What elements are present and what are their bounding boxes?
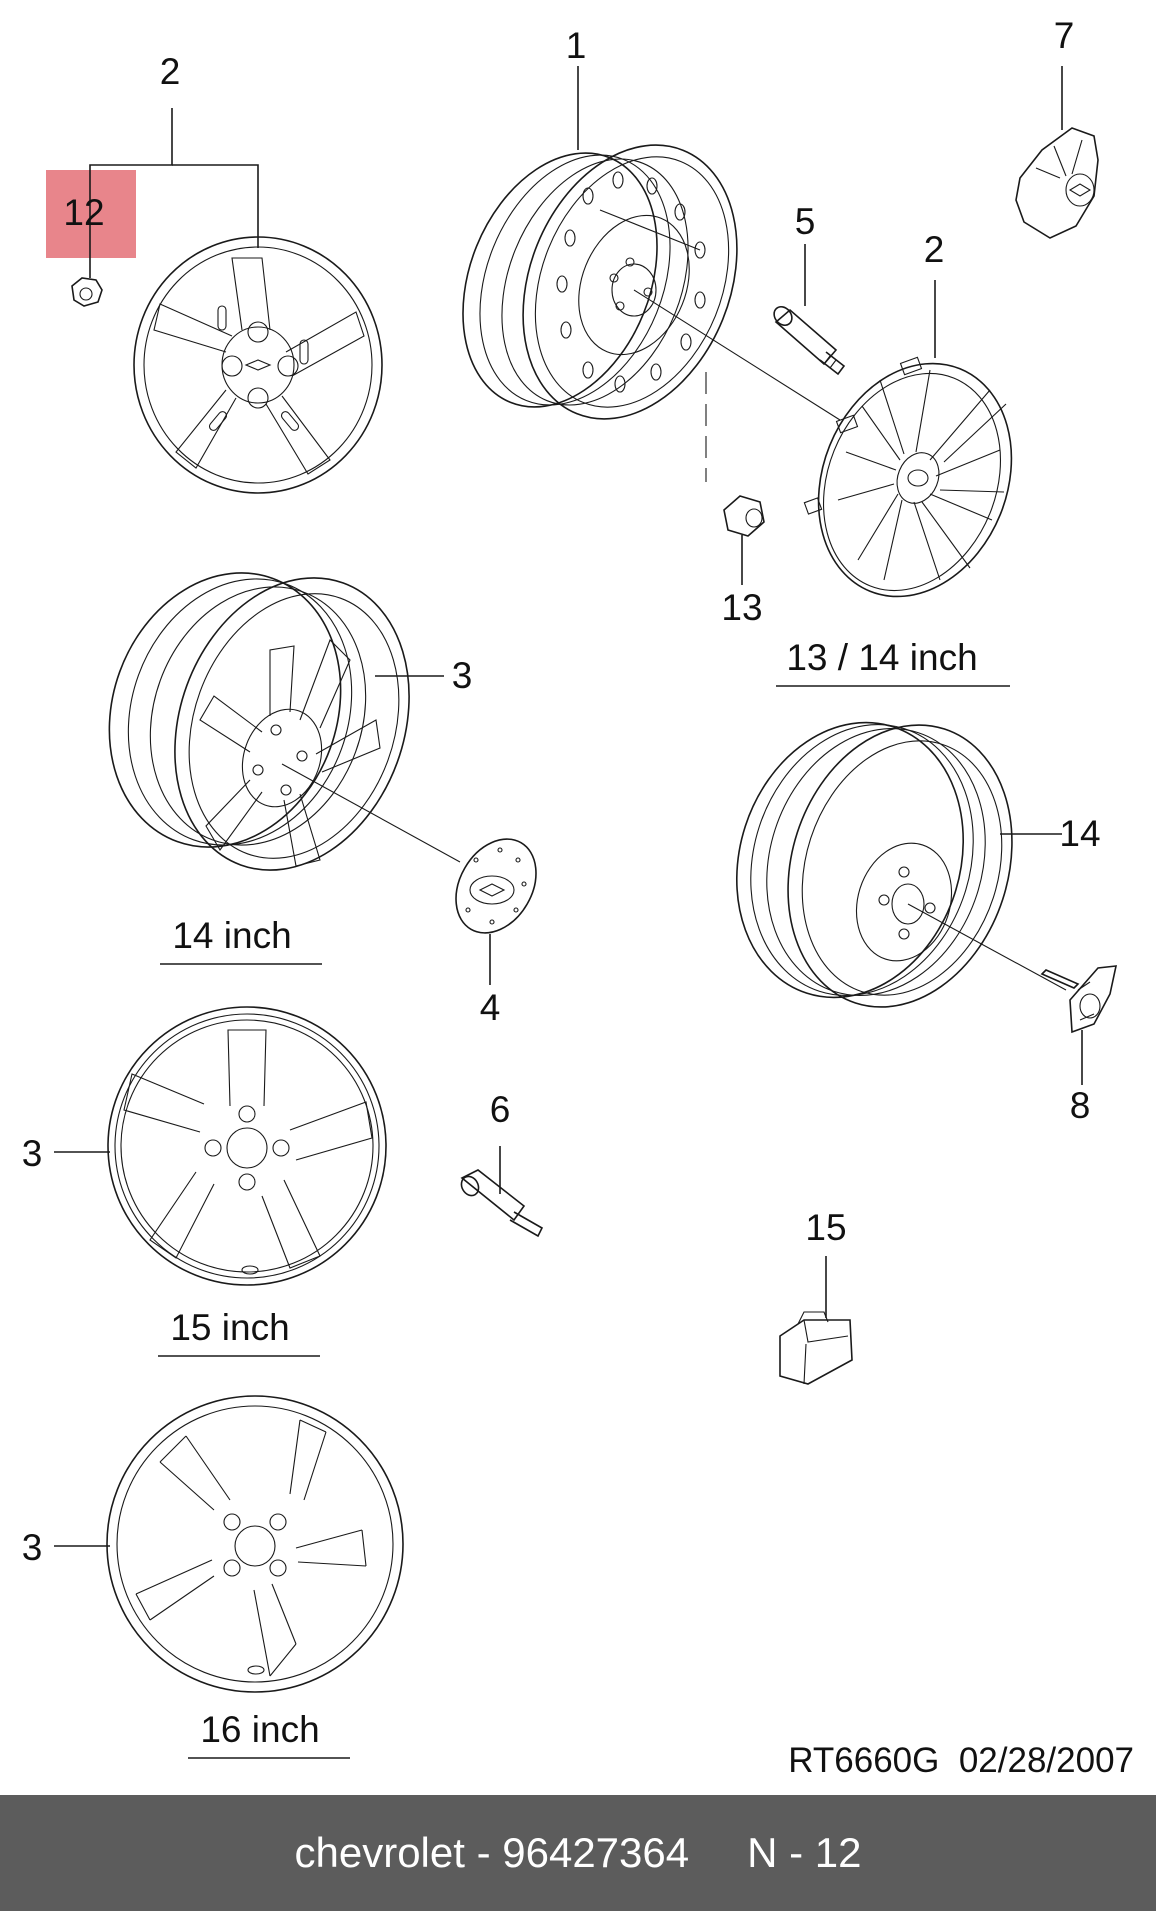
- center-cap-4-illustration: [455, 838, 537, 934]
- footer-page-number: N - 12: [747, 1829, 862, 1876]
- caption-14-inch: 14 inch: [172, 915, 291, 956]
- callout-12[interactable]: 12: [63, 192, 104, 233]
- valve-6-illustration: [460, 1169, 544, 1238]
- highlight-box-12[interactable]: [46, 170, 136, 258]
- callout-2-alloy[interactable]: 2: [160, 51, 181, 92]
- spare-cover-8-illustration: [1040, 965, 1118, 1034]
- callout-5[interactable]: 5: [795, 201, 816, 242]
- lug-nut-13-illustration: [723, 495, 765, 537]
- caption-13-14-inch: 13 / 14 inch: [786, 637, 977, 678]
- callout-7[interactable]: 7: [1054, 15, 1075, 56]
- alloy-wheel-14-inch-illustration: [108, 572, 410, 871]
- footer-brand-part-number: chevrolet - 96427364: [294, 1829, 690, 1876]
- cap-dots: [465, 847, 527, 925]
- callout-14[interactable]: 14: [1059, 813, 1100, 854]
- steel-wheel-1-illustration: [462, 144, 738, 420]
- wheel-parts-diagram: 1 2 12 5 2 7 13 3 14 4 8 6 3 15 3 13 / 1…: [22, 15, 1134, 1780]
- callout-3-14inch[interactable]: 3: [452, 655, 473, 696]
- callout-3-15inch[interactable]: 3: [22, 1133, 43, 1174]
- alloy-wheel-16-inch-illustration: [106, 1395, 404, 1693]
- callout-6[interactable]: 6: [490, 1089, 511, 1130]
- callout-1[interactable]: 1: [566, 25, 587, 66]
- callout-8[interactable]: 8: [1070, 1085, 1091, 1126]
- callout-15[interactable]: 15: [805, 1207, 846, 1248]
- valve-stem-5-illustration: [773, 305, 846, 376]
- diagram-reference: RT6660G 02/28/2007: [788, 1741, 1134, 1780]
- caption-15-inch: 15 inch: [170, 1307, 289, 1348]
- caption-16-inch: 16 inch: [200, 1709, 319, 1750]
- wheel-nut-12-illustration: [71, 277, 103, 307]
- callout-13[interactable]: 13: [721, 587, 762, 628]
- callout-3-16inch[interactable]: 3: [22, 1527, 43, 1568]
- footer-bar: chevrolet - 96427364 N - 12: [0, 1795, 1156, 1911]
- steel-wheel-vent-holes: [556, 171, 706, 393]
- alloy-wheel-15-inch-illustration: [107, 1006, 387, 1286]
- wheel-cover-2-illustration: [803, 356, 1013, 598]
- center-cap-7-illustration: [1015, 127, 1099, 239]
- callout-2-cover[interactable]: 2: [924, 229, 945, 270]
- tpms-sensor-15-illustration: [779, 1311, 853, 1385]
- spare-wheel-14-illustration: [735, 721, 1013, 1008]
- alloy-wheel-2-illustration: [133, 236, 383, 494]
- callout-4[interactable]: 4: [480, 987, 501, 1028]
